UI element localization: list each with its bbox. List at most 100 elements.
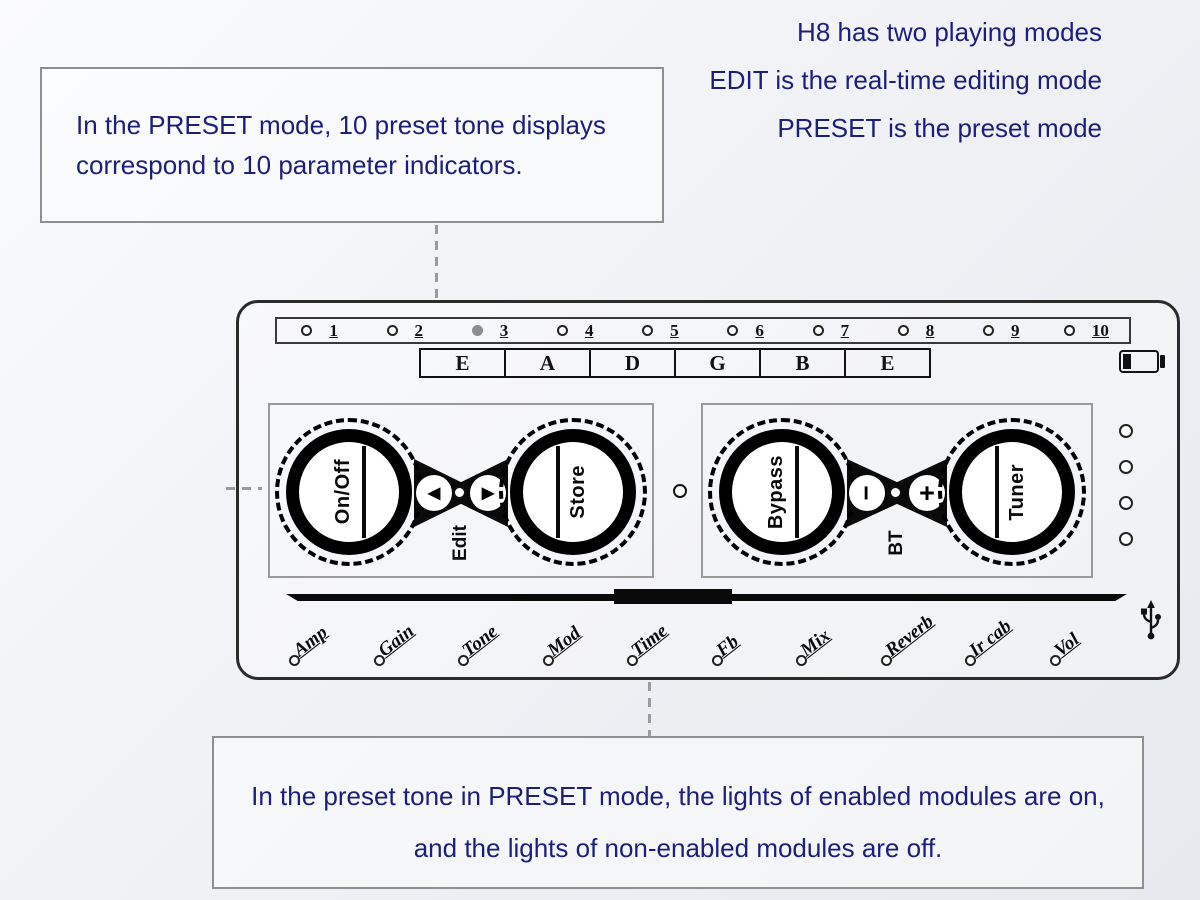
bypass-knob: Bypass bbox=[708, 418, 856, 566]
module-label: Ir cab bbox=[965, 615, 1016, 662]
indicator-number: 5 bbox=[670, 320, 679, 340]
indicator-number: 8 bbox=[925, 320, 935, 340]
edit-label: Edit bbox=[450, 525, 471, 561]
center-dot bbox=[453, 486, 466, 499]
edit-panel: On/Off ◀ ▶ Edit Store bbox=[268, 403, 654, 578]
indicator-item: 6 bbox=[703, 321, 788, 341]
string-cell: G bbox=[674, 348, 761, 378]
module-led bbox=[542, 655, 554, 666]
indicator-item: 3 bbox=[447, 321, 532, 341]
indicator-dot bbox=[556, 325, 568, 336]
module-item: Mod bbox=[538, 607, 623, 673]
indicator-dot bbox=[386, 325, 398, 336]
string-cell: E bbox=[844, 348, 931, 378]
module-item: Vol bbox=[1045, 607, 1130, 673]
preset-indicators-note-box: In the PRESET mode, 10 preset tone displ… bbox=[40, 67, 664, 223]
module-item: Gain bbox=[369, 607, 454, 673]
module-item: Reverb bbox=[876, 607, 961, 673]
indicator-item: 9 bbox=[959, 321, 1044, 341]
tuner-knob: Tuner bbox=[938, 418, 1086, 566]
module-led bbox=[880, 655, 892, 666]
bypass-panel: Bypass − + BT Tuner bbox=[701, 403, 1093, 578]
indicator-dot bbox=[1063, 325, 1075, 336]
side-led-column bbox=[1119, 424, 1133, 546]
indicator-item: 5 bbox=[618, 321, 703, 341]
tuner-knob-label: Tuner bbox=[1006, 463, 1028, 521]
module-label: Reverb bbox=[880, 610, 938, 662]
store-knob: Store bbox=[499, 418, 647, 566]
next-arrow-glyph: ▶ bbox=[481, 485, 495, 502]
module-led bbox=[627, 655, 638, 666]
prev-arrow-icon: ◀ bbox=[416, 475, 452, 511]
knob-ring: Tuner bbox=[949, 429, 1075, 555]
string-cell: E bbox=[419, 348, 506, 378]
side-led bbox=[1119, 424, 1133, 438]
indicator-dot bbox=[982, 325, 994, 336]
bypass-knob-label: Bypass bbox=[765, 454, 787, 530]
indicator-bar: 1 2 3 4 5 6 7 8 9 10 bbox=[275, 317, 1131, 344]
indicator-dot bbox=[812, 325, 824, 336]
indicator-item: 8 bbox=[873, 321, 958, 341]
indicator-number: 3 bbox=[499, 320, 509, 340]
module-lights-note-box: In the preset tone in PRESET mode, the l… bbox=[212, 736, 1144, 889]
knob-face: Bypass bbox=[732, 442, 832, 542]
indicator-number: 10 bbox=[1091, 320, 1109, 340]
indicator-number: 9 bbox=[1010, 320, 1020, 340]
knob-ring: Bypass bbox=[719, 429, 845, 555]
connector-dash-left bbox=[226, 487, 262, 490]
note-line-3: PRESET is the preset mode bbox=[777, 113, 1102, 143]
indicator-number: 1 bbox=[329, 320, 338, 340]
indicator-item: 4 bbox=[533, 321, 618, 341]
indicator-item: 1 bbox=[277, 321, 362, 341]
center-dot bbox=[889, 486, 902, 499]
indicator-item: 7 bbox=[788, 321, 873, 341]
prev-arrow-glyph: ◀ bbox=[427, 485, 441, 502]
knob-pointer-line bbox=[556, 446, 560, 538]
minus-icon: − bbox=[849, 475, 885, 511]
module-item: Fb bbox=[707, 607, 792, 673]
bt-label: BT bbox=[886, 530, 907, 556]
indicator-number: 6 bbox=[755, 320, 764, 340]
module-led bbox=[289, 655, 300, 666]
string-cell: A bbox=[504, 348, 591, 378]
side-led bbox=[1119, 496, 1133, 510]
connector-dash-bottom bbox=[648, 682, 651, 736]
onoff-knob: On/Off bbox=[275, 418, 423, 566]
module-item: Tone bbox=[453, 607, 538, 673]
minus-glyph: − bbox=[852, 485, 882, 501]
store-knob-label: Store bbox=[567, 465, 589, 519]
display-bar-segment bbox=[613, 589, 732, 604]
module-item: Time bbox=[622, 607, 707, 673]
knob-pointer-line bbox=[795, 446, 799, 538]
module-led bbox=[373, 655, 385, 666]
knob-pointer-line bbox=[362, 446, 366, 538]
knob-ring: Store bbox=[510, 429, 636, 555]
module-item: Amp bbox=[284, 607, 369, 673]
knob-face: On/Off bbox=[299, 442, 399, 542]
usb-icon bbox=[1139, 599, 1163, 646]
indicator-item: 2 bbox=[362, 321, 447, 341]
mid-indicator-dot bbox=[673, 484, 687, 498]
battery-icon bbox=[1119, 350, 1165, 373]
preset-note-line-1: In the PRESET mode, 10 preset tone displ… bbox=[76, 110, 606, 140]
module-note-line-1: In the preset tone in PRESET mode, the l… bbox=[251, 781, 1105, 811]
battery-fill bbox=[1123, 354, 1131, 369]
onoff-knob-label: On/Off bbox=[332, 459, 354, 525]
knob-ring: On/Off bbox=[286, 429, 412, 555]
knob-face: Store bbox=[523, 442, 623, 542]
knob-pointer-line bbox=[995, 446, 999, 538]
indicator-dot bbox=[471, 325, 483, 336]
note-line-1: H8 has two playing modes bbox=[797, 17, 1102, 47]
indicator-item: 10 bbox=[1044, 321, 1129, 341]
string-cell: D bbox=[589, 348, 676, 378]
playing-modes-note: H8 has two playing modes EDIT is the rea… bbox=[709, 8, 1102, 152]
module-strip: Amp Gain Tone Mod Time Fb Mix Reverb Ir … bbox=[284, 589, 1129, 673]
battery-nub bbox=[1160, 355, 1165, 368]
module-item: Ir cab bbox=[960, 607, 1045, 673]
indicator-dot bbox=[301, 325, 313, 336]
string-note-row: E A D G B E bbox=[419, 348, 941, 378]
indicator-dot bbox=[642, 325, 654, 336]
module-item: Mix bbox=[791, 607, 876, 673]
plus-glyph: + bbox=[919, 477, 935, 508]
